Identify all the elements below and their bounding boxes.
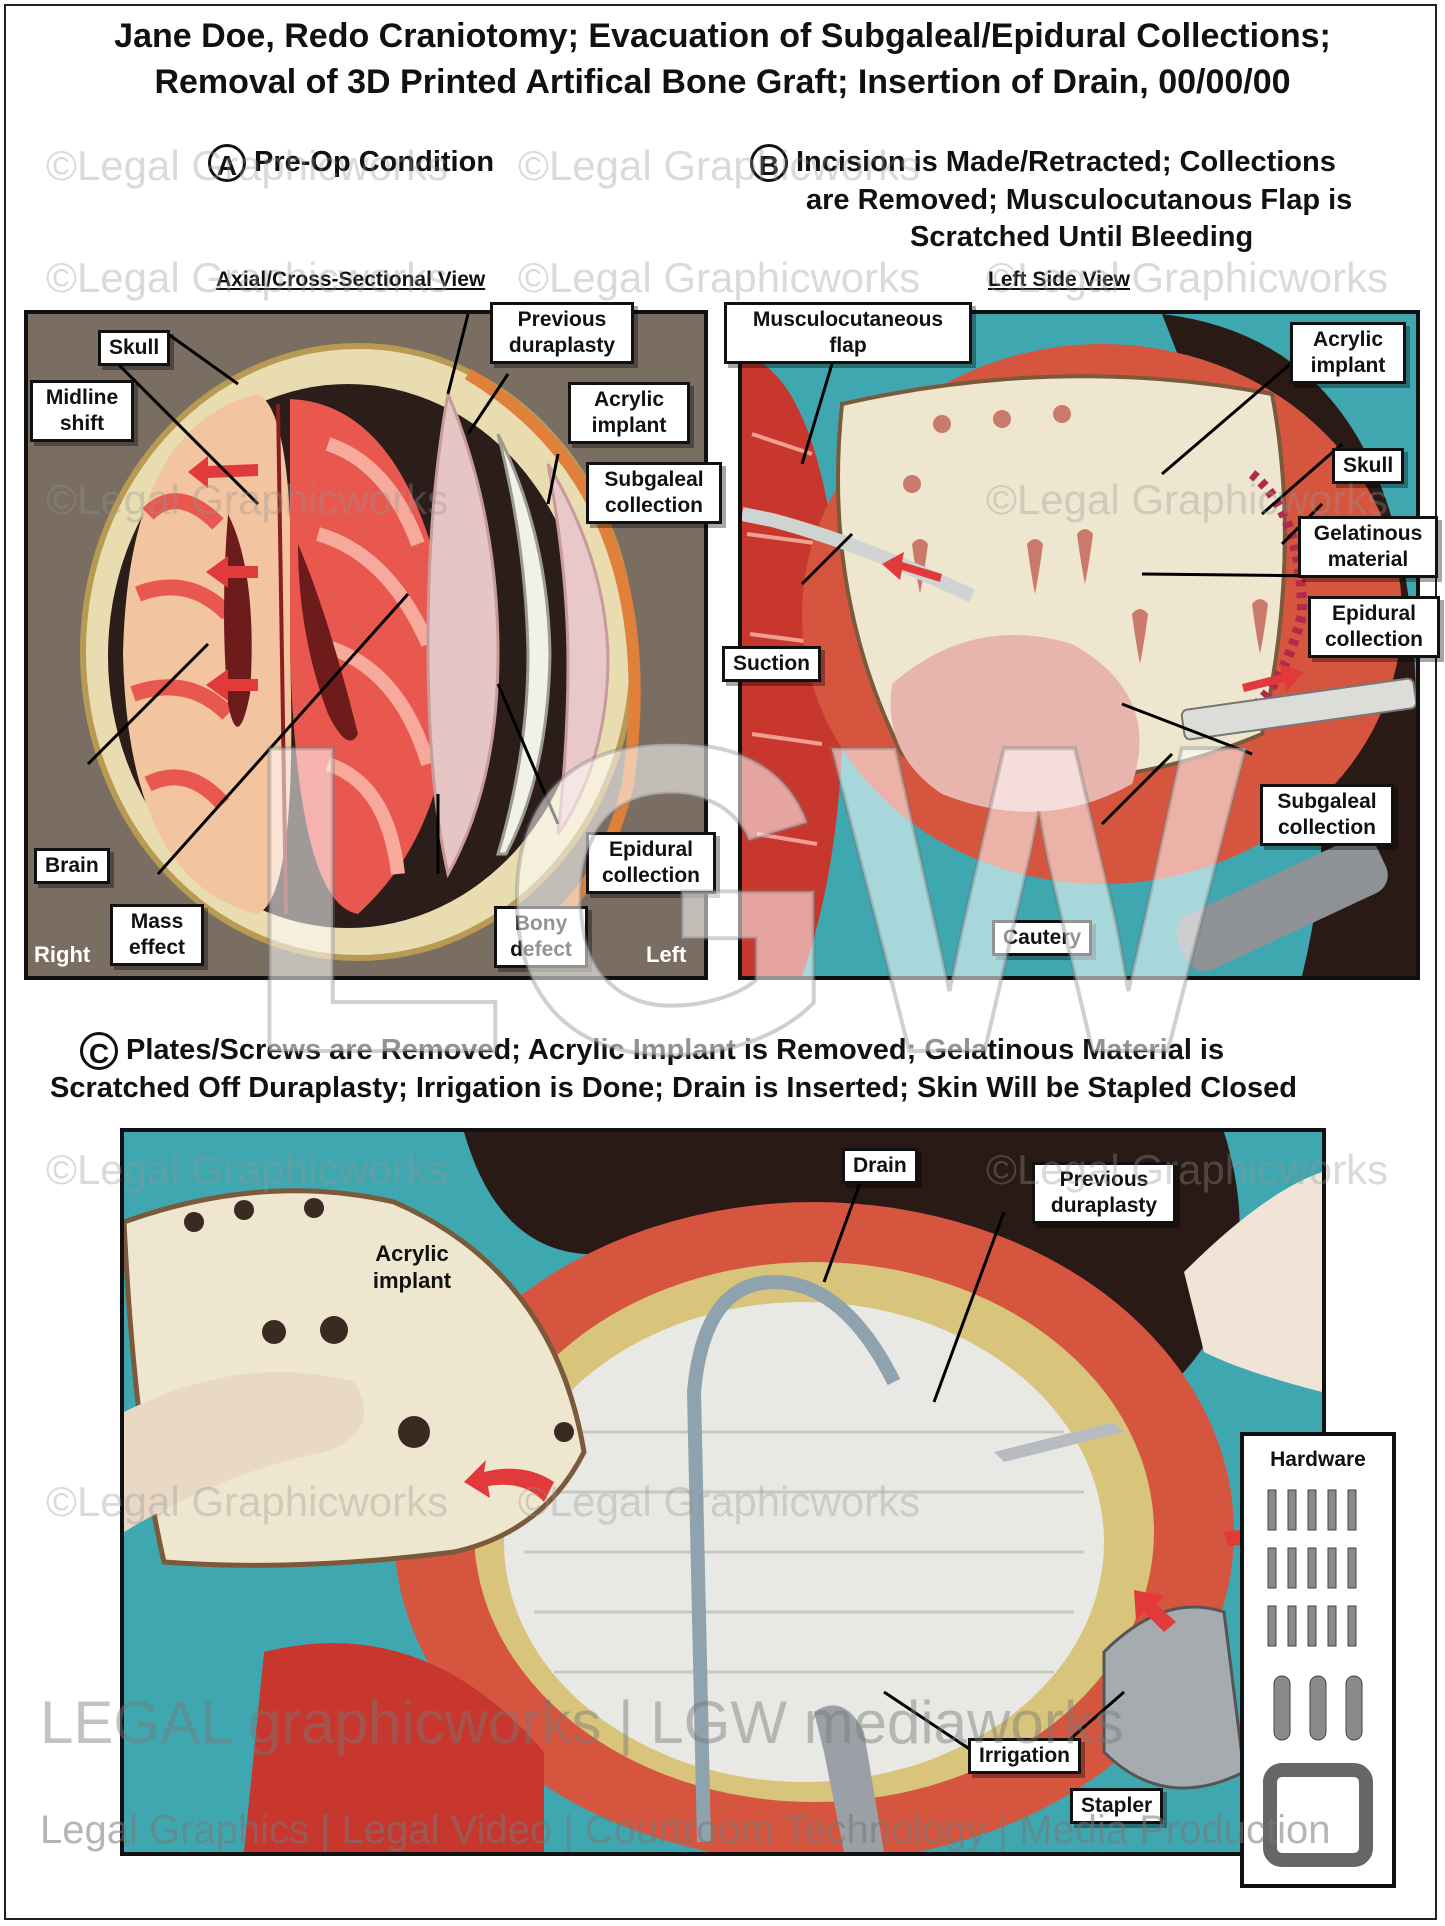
- watermark-brand: LEGAL graphicworks | LGW mediaworks: [40, 1689, 1124, 1756]
- panel-c-heading-line2: Scratched Off Duraplasty; Irrigation is …: [50, 1072, 1297, 1105]
- label-suction: Suction: [722, 646, 821, 682]
- panel-b-heading-line2: are Removed; Musculocutanous Flap is: [806, 184, 1353, 217]
- axial-brain-drawing: [80, 314, 641, 961]
- hardware-title: Hardware: [1270, 1448, 1366, 1471]
- corner-label-right: Right: [34, 942, 91, 967]
- label-stapler: Stapler: [1070, 1788, 1164, 1824]
- label-acrylic-implant-b: Acrylic implant: [1290, 322, 1406, 384]
- label-midline-shift: Midline shift: [30, 380, 134, 442]
- label-subgaleal-collection-a: Subgaleal collection: [586, 462, 722, 524]
- label-subgaleal-collection-b: Subgaleal collection: [1260, 784, 1394, 846]
- panel-c-heading-line1: Plates/Screws are Removed; Acrylic Impla…: [126, 1034, 1225, 1066]
- panel-a-illustration: [24, 310, 708, 980]
- label-skull-b: Skull: [1332, 448, 1405, 484]
- label-previous-duraplasty-c: Previous duraplasty: [1032, 1162, 1176, 1224]
- hardware-box: Hardware: [1240, 1432, 1396, 1888]
- panel-b-heading-line3: Scratched Until Bleeding: [910, 221, 1254, 254]
- hardware-drawing: [1263, 1489, 1373, 1867]
- label-cautery: Cautery: [992, 920, 1093, 956]
- label-gelatinous-material: Gelatinous material: [1298, 516, 1438, 578]
- label-mass-effect: Mass effect: [110, 904, 204, 966]
- label-brain: Brain: [34, 848, 110, 884]
- panel-c-illustration: [120, 1128, 1326, 1856]
- panel-b-view-label: Left Side View: [988, 268, 1130, 291]
- label-epidural-collection-a: Epidural collection: [586, 832, 716, 894]
- label-previous-duraplasty-a: Previous duraplasty: [490, 302, 634, 364]
- label-irrigation: Irrigation: [968, 1738, 1082, 1774]
- label-drain: Drain: [842, 1148, 918, 1184]
- label-bony-defect: Bony defect: [494, 906, 588, 968]
- label-acrylic-implant-c: Acrylic implant: [372, 1241, 452, 1293]
- panel-a-letter: A: [208, 144, 246, 183]
- panel-b-letter: B: [750, 144, 788, 183]
- corner-label-left: Left: [646, 942, 687, 967]
- panel-b-heading-line1: Incision is Made/Retracted; Collections: [796, 146, 1336, 178]
- page-title-line2: Removal of 3D Printed Artifical Bone Gra…: [154, 63, 1291, 101]
- drain-insertion-drawing: [124, 1132, 1322, 1852]
- label-skull-a: Skull: [98, 330, 171, 366]
- page-frame: [4, 4, 1437, 1920]
- panel-a-view-label: Axial/Cross-Sectional View: [216, 268, 486, 291]
- label-musculocutaneous-flap: Musculocutaneous flap: [724, 302, 972, 364]
- label-epidural-collection-b: Epidural collection: [1308, 596, 1440, 658]
- page-title-line1: Jane Doe, Redo Craniotomy; Evacuation of…: [114, 17, 1331, 55]
- watermark-tagline: Legal Graphics | Legal Video | Courtroom…: [40, 1808, 1331, 1852]
- panel-c-letter: C: [80, 1032, 118, 1071]
- label-acrylic-implant-a: Acrylic implant: [568, 382, 690, 444]
- panel-a-heading-text: Pre-Op Condition: [254, 146, 495, 178]
